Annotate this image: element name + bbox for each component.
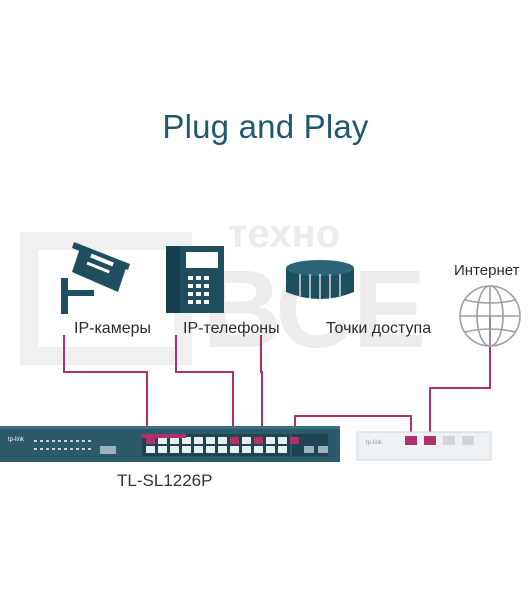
ip-camera-icon xyxy=(61,242,130,314)
router-brand-logo: tp-link xyxy=(366,440,383,446)
link-ap xyxy=(260,335,263,438)
switch-brand-logo: tp-link xyxy=(8,437,25,443)
label-ip-phones: IP-телефоны xyxy=(183,320,280,337)
ip-phone-icon xyxy=(166,246,224,313)
access-point-icon xyxy=(286,260,354,302)
globe-icon xyxy=(459,285,521,347)
label-internet: Интернет xyxy=(454,262,520,279)
watermark-text-top: техно xyxy=(228,212,341,256)
switch-device: tp-link xyxy=(0,426,340,462)
link-phone xyxy=(175,335,234,438)
switch-model-label: TL-SL1226P xyxy=(117,471,213,490)
link-internet xyxy=(429,316,491,436)
page-title: Plug and Play xyxy=(162,108,369,145)
switch-ports xyxy=(142,434,328,456)
label-ip-cameras: IP-камеры xyxy=(74,320,151,337)
link-camera xyxy=(63,335,148,438)
label-access-points: Точки доступа xyxy=(326,320,432,337)
router-device: tp-link xyxy=(356,431,492,461)
watermark-logo xyxy=(20,232,192,365)
